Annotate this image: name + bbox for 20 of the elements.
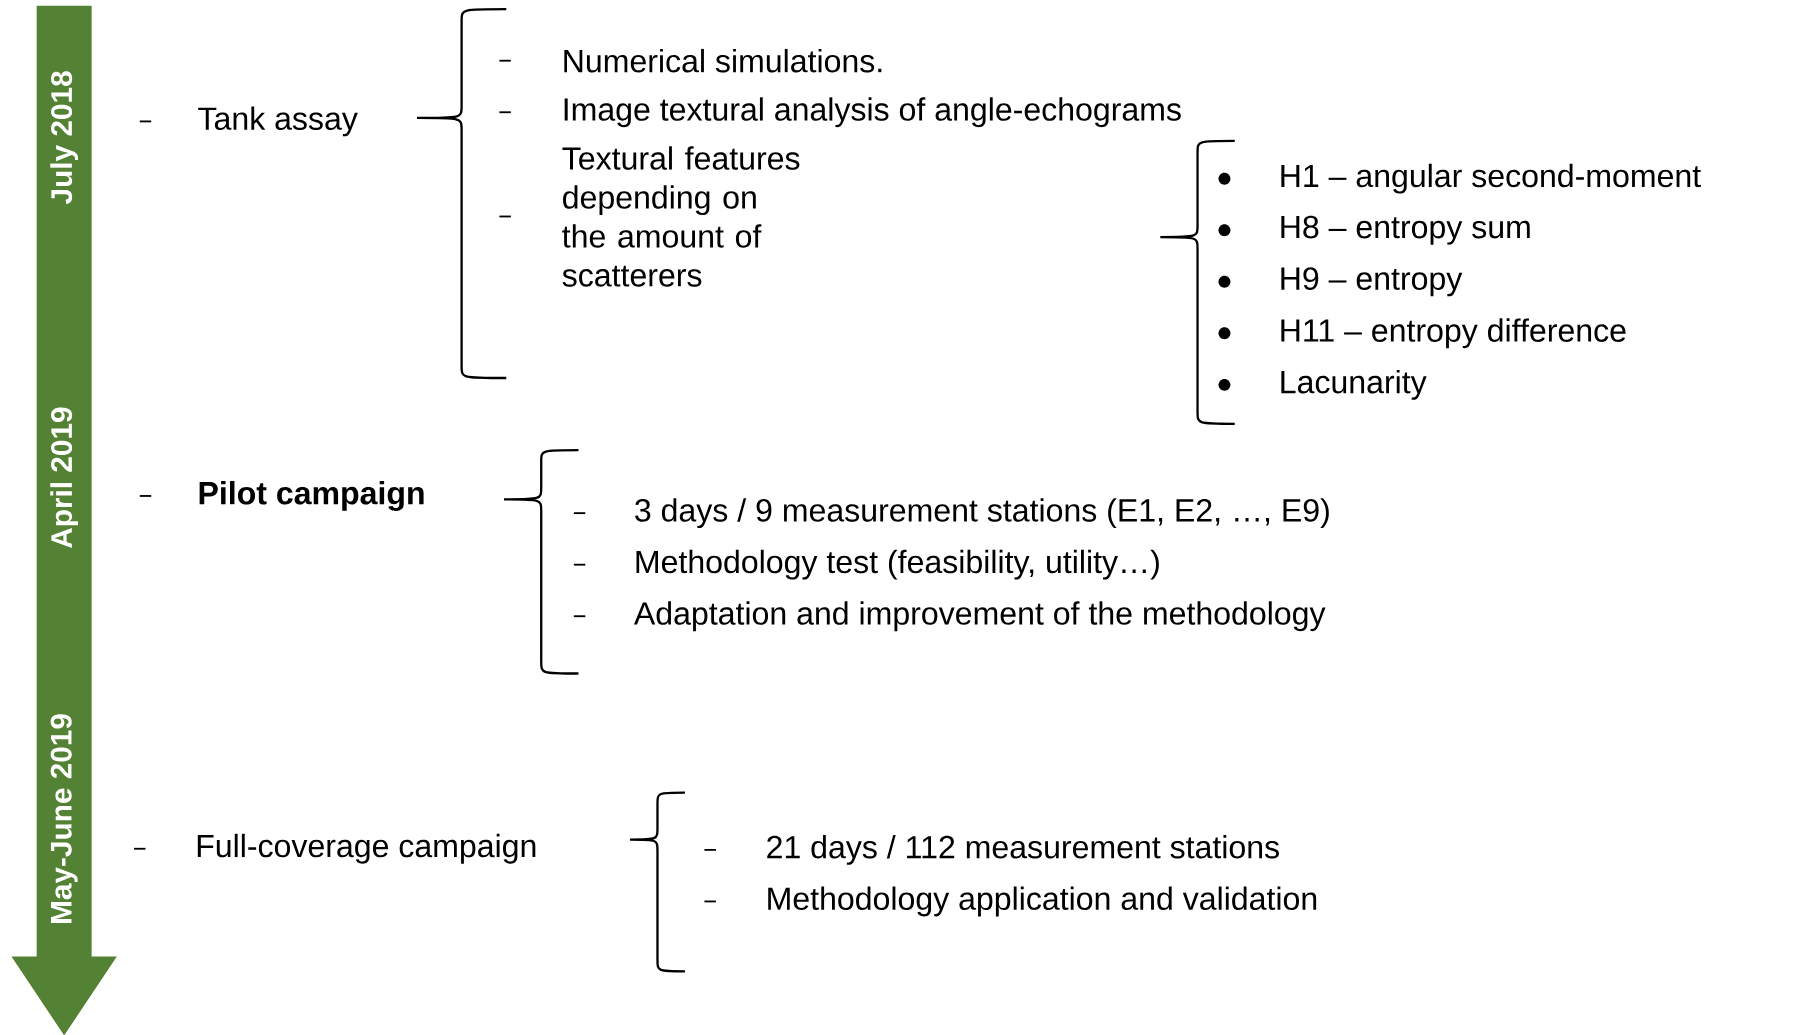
list-item-text: H11 – entropy difference [1281,318,1626,349]
list-item-text: 3 days / 9 measurement stations (E1, E2, …, E9) [635,497,1329,528]
list-item-text: Lacunarity [1281,369,1427,400]
list-item-text: H8 – entropy sum [1281,215,1530,245]
list-item-text: H9 – entropy [1281,267,1463,297]
list-item-text: Tank assay [198,106,358,137]
list-item-text: Adaptation and improvement of the methodology [633,601,1326,631]
list-item-text: 21 days / 112 measurement stations [767,834,1279,865]
period-label: April 2019 [50,407,79,548]
list-item-text: Pilot campaign [199,480,424,511]
list-item-text: Textural features depending on the amount of scatterers [562,146,800,287]
period-label: July 2018 [50,71,79,204]
list-item-text: Full-coverage campaign [197,833,536,864]
list-item-text: Methodology test (feasibility, utility…) [636,549,1159,580]
list-item-text: Methodology application and validation [768,886,1317,917]
list-item-text: Numerical simulations. [564,48,882,73]
list-item-text: H1 – angular second-moment [1281,163,1701,194]
period-label: May-June 2019 [50,713,78,923]
timeline-arrow [11,5,117,1035]
list-item-text: Image textural analysis of angle-echograms [564,97,1181,127]
